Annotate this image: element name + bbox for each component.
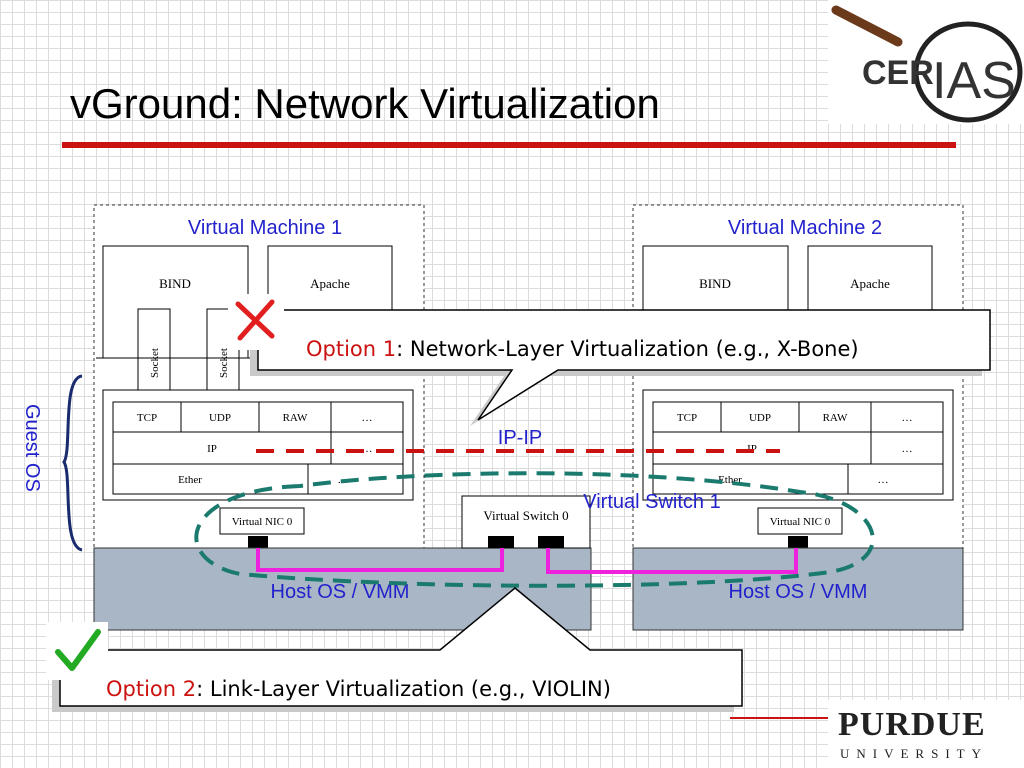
vm1-dots-2-label: …: [362, 443, 373, 455]
vm1-nic-port: [248, 536, 268, 548]
vm1-dots-1-label: …: [362, 412, 373, 424]
vm2-app-bind-label: BIND: [699, 276, 731, 291]
purdue-logo-main: PURDUE: [838, 706, 986, 743]
vm1-udp: [180, 401, 260, 433]
vm1-raw: [258, 401, 332, 433]
vm1-ip: [112, 431, 332, 465]
cerias-text-right: IAS: [932, 52, 1016, 110]
option1-label: Option 1: [306, 337, 396, 361]
link-vm1-switch: [256, 548, 504, 572]
vm2-raw-label: RAW: [823, 412, 848, 424]
purdue-logo-sub: UNIVERSITY: [840, 746, 988, 761]
option2-text: : Link-Layer Virtualization (e.g., VIOLI…: [196, 677, 611, 701]
vm2-title: Virtual Machine 2: [728, 217, 882, 239]
vm2-dots-3: [847, 463, 944, 495]
vm2-dots-3-label: …: [878, 474, 889, 486]
vm2-nic-label: Virtual NIC 0: [770, 516, 831, 528]
vm2-dots-1-label: …: [902, 412, 913, 424]
vm2-dots-2-label: …: [902, 443, 913, 455]
option1-text: : Network-Layer Virtualization (e.g., X-…: [396, 337, 858, 361]
vm1-host-label: Host OS / VMM: [271, 581, 410, 603]
vm1-dots-1: [330, 401, 404, 433]
virtual-switch-label: Virtual Switch 1: [583, 491, 720, 513]
purdue-logo: [828, 700, 1024, 768]
vm1-dots-2: [330, 431, 404, 465]
vm1-title: Virtual Machine 1: [188, 217, 342, 239]
vm2-ip: [652, 431, 872, 465]
vm2-udp: [720, 401, 800, 433]
vm2-nic-port: [788, 536, 808, 548]
accept-check-icon: [46, 622, 108, 680]
vm2-tcp-label: TCP: [677, 412, 697, 424]
vm1-ether-label: Ether: [178, 474, 202, 486]
magnifier-icon: [831, 5, 1023, 123]
cerias-text-left: CER: [862, 54, 934, 92]
vm2-app-apache-label: Apache: [850, 276, 890, 291]
vm2-dots-2: [870, 431, 944, 465]
cerias-logo: CER IAS: [828, 0, 1024, 124]
vm1-ether: [112, 463, 309, 495]
option2-label: Option 2: [106, 677, 196, 701]
title-underline: [62, 142, 956, 148]
vm1-socket-1-label: Socket: [149, 348, 161, 378]
callout-option-1: Option 1: Network-Layer Virtualization (…: [250, 309, 991, 426]
vm1-ip-label: IP: [207, 443, 217, 455]
guest-os-brace: [62, 374, 83, 552]
virtual-switch-box: [461, 495, 591, 549]
guest-os-label: Guest OS: [21, 404, 43, 492]
vm1-tcp-label: TCP: [137, 412, 157, 424]
slide-title: vGround: Network Virtualization: [70, 80, 660, 127]
virtual-switch-box-label: Virtual Switch 0: [483, 508, 568, 523]
vm1-udp-label: UDP: [209, 412, 231, 424]
callout-option-2: Option 2: Link-Layer Virtualization (e.g…: [52, 587, 743, 712]
vm2-nic: [757, 507, 843, 535]
switch-port-1: [488, 536, 514, 548]
vm1-app-bind-label: BIND: [159, 276, 191, 291]
vm1-raw-label: RAW: [283, 412, 308, 424]
vm2-udp-label: UDP: [749, 412, 771, 424]
reject-x-icon: [228, 294, 284, 350]
vm2-dots-1: [870, 401, 944, 433]
vm1-nic-label: Virtual NIC 0: [232, 516, 293, 528]
vm1-socket-2-label: Socket: [218, 348, 230, 378]
virtual-switch-outline: [194, 471, 875, 588]
ipip-label: IP-IP: [498, 427, 542, 449]
switch-port-2: [538, 536, 564, 548]
link-switch-vm2: [546, 548, 798, 574]
vm2-host-label: Host OS / VMM: [729, 581, 868, 603]
vm1-socket-1: [137, 308, 171, 391]
svg-text:Option 1: Network-Layer Virtu: Option 1: Network-Layer Virtualization (…: [306, 337, 859, 361]
svg-text:Option 2: Link-Layer Virtualiz: Option 2: Link-Layer Virtualization (e.g…: [106, 677, 611, 701]
vm1-nic: [219, 507, 305, 535]
vm1-app-apache-label: Apache: [310, 276, 350, 291]
